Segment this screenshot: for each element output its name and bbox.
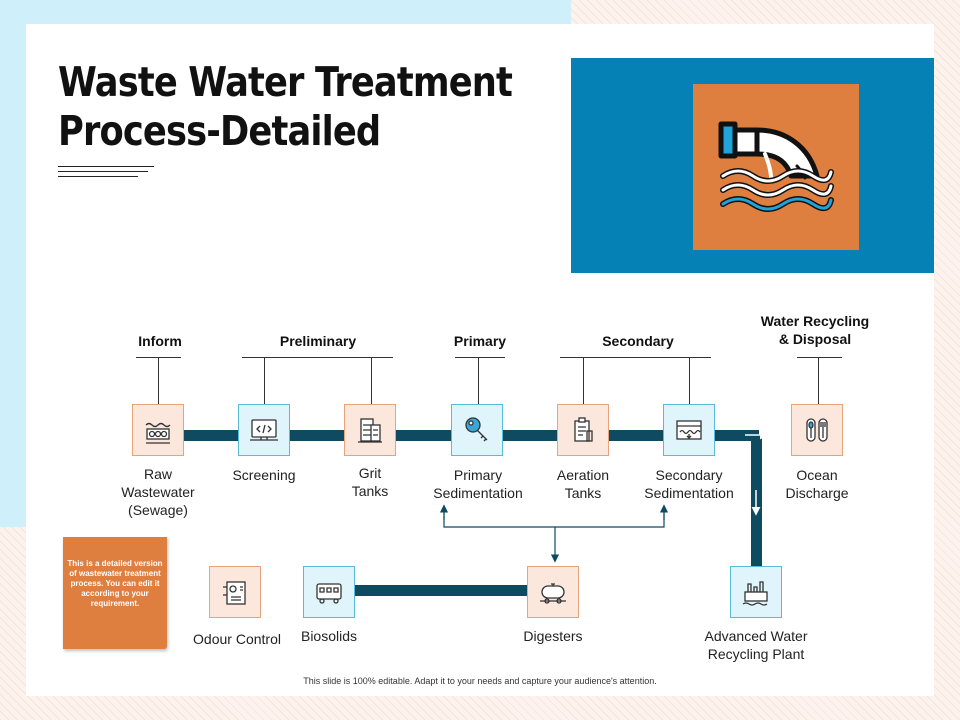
monitor-code-icon (250, 419, 278, 441)
raw-wastewater-node[interactable] (132, 404, 184, 456)
tank-icon (358, 418, 382, 443)
aeration-tanks-label: Aeration Tanks (556, 467, 610, 501)
grit-tanks-label: Grit Tanks (351, 465, 389, 499)
advanced-water-recycling-label: Advanced Water Recycling Plant (704, 628, 808, 662)
aeration-tanks-node[interactable] (557, 404, 609, 456)
ocean-discharge-node[interactable] (791, 404, 843, 456)
raw-wastewater-label: Raw Wastewater (Sewage) (121, 466, 195, 518)
bracket-line (264, 357, 265, 404)
secondary-sedimentation-node[interactable] (663, 404, 715, 456)
bracket-line (455, 357, 505, 358)
primary-sedimentation-node[interactable] (451, 404, 503, 456)
bracket-line (797, 357, 842, 358)
bracket-line (371, 357, 372, 404)
control-panel-icon (223, 581, 246, 605)
stage-secondary: Secondary (602, 333, 674, 349)
digesters-node[interactable] (527, 566, 579, 618)
note-text: This is a detailed version of wastewater… (67, 559, 163, 608)
train-icon (316, 583, 342, 604)
sewage-icon (145, 422, 171, 444)
footer-text: This slide is 100% editable. Adapt it to… (303, 676, 657, 686)
utensils-icon (806, 418, 828, 442)
screening-label: Screening (232, 467, 296, 483)
factory-icon (742, 581, 768, 606)
bracket-line (478, 357, 479, 404)
biosolids-label: Biosolids (300, 628, 358, 644)
odour-control-node[interactable] (209, 566, 261, 618)
stage-preliminary: Preliminary (279, 333, 357, 349)
title-rule (58, 176, 138, 177)
hero-icon-box (693, 84, 859, 250)
stage-primary: Primary (453, 333, 507, 349)
key-icon (465, 417, 488, 442)
bracket-line (583, 357, 584, 404)
sewage-pipe-water-icon (718, 121, 834, 212)
stage-water-recycling: Water Recycling & Disposal (760, 313, 870, 347)
slide-title: Waste Water Treatment Process-Detailed (58, 58, 513, 155)
ocean-discharge-label: Ocean Discharge (785, 467, 849, 501)
bracket-line (242, 357, 393, 358)
title-rule (58, 166, 154, 167)
grit-tanks-node[interactable] (344, 404, 396, 456)
primary-sedimentation-label: Primary Sedimentation (433, 467, 523, 501)
screening-node[interactable] (238, 404, 290, 456)
odour-control-label: Odour Control (193, 631, 281, 647)
note-card (63, 537, 167, 649)
stage-inform: Inform (138, 333, 182, 349)
advanced-water-recycling-node[interactable] (730, 566, 782, 618)
bracket-line (689, 357, 690, 404)
bracket-line (158, 357, 159, 404)
bracket-line (818, 357, 819, 404)
bracket-line (560, 357, 711, 358)
clipboard-icon (574, 417, 593, 442)
tank-wave-icon (676, 420, 702, 440)
biosolids-node[interactable] (303, 566, 355, 618)
biosolids-pipe (329, 585, 555, 596)
secondary-sedimentation-label: Secondary Sedimentation (644, 467, 734, 501)
tanker-icon (540, 583, 566, 604)
title-rule (58, 171, 148, 172)
digesters-label: Digesters (523, 628, 583, 644)
